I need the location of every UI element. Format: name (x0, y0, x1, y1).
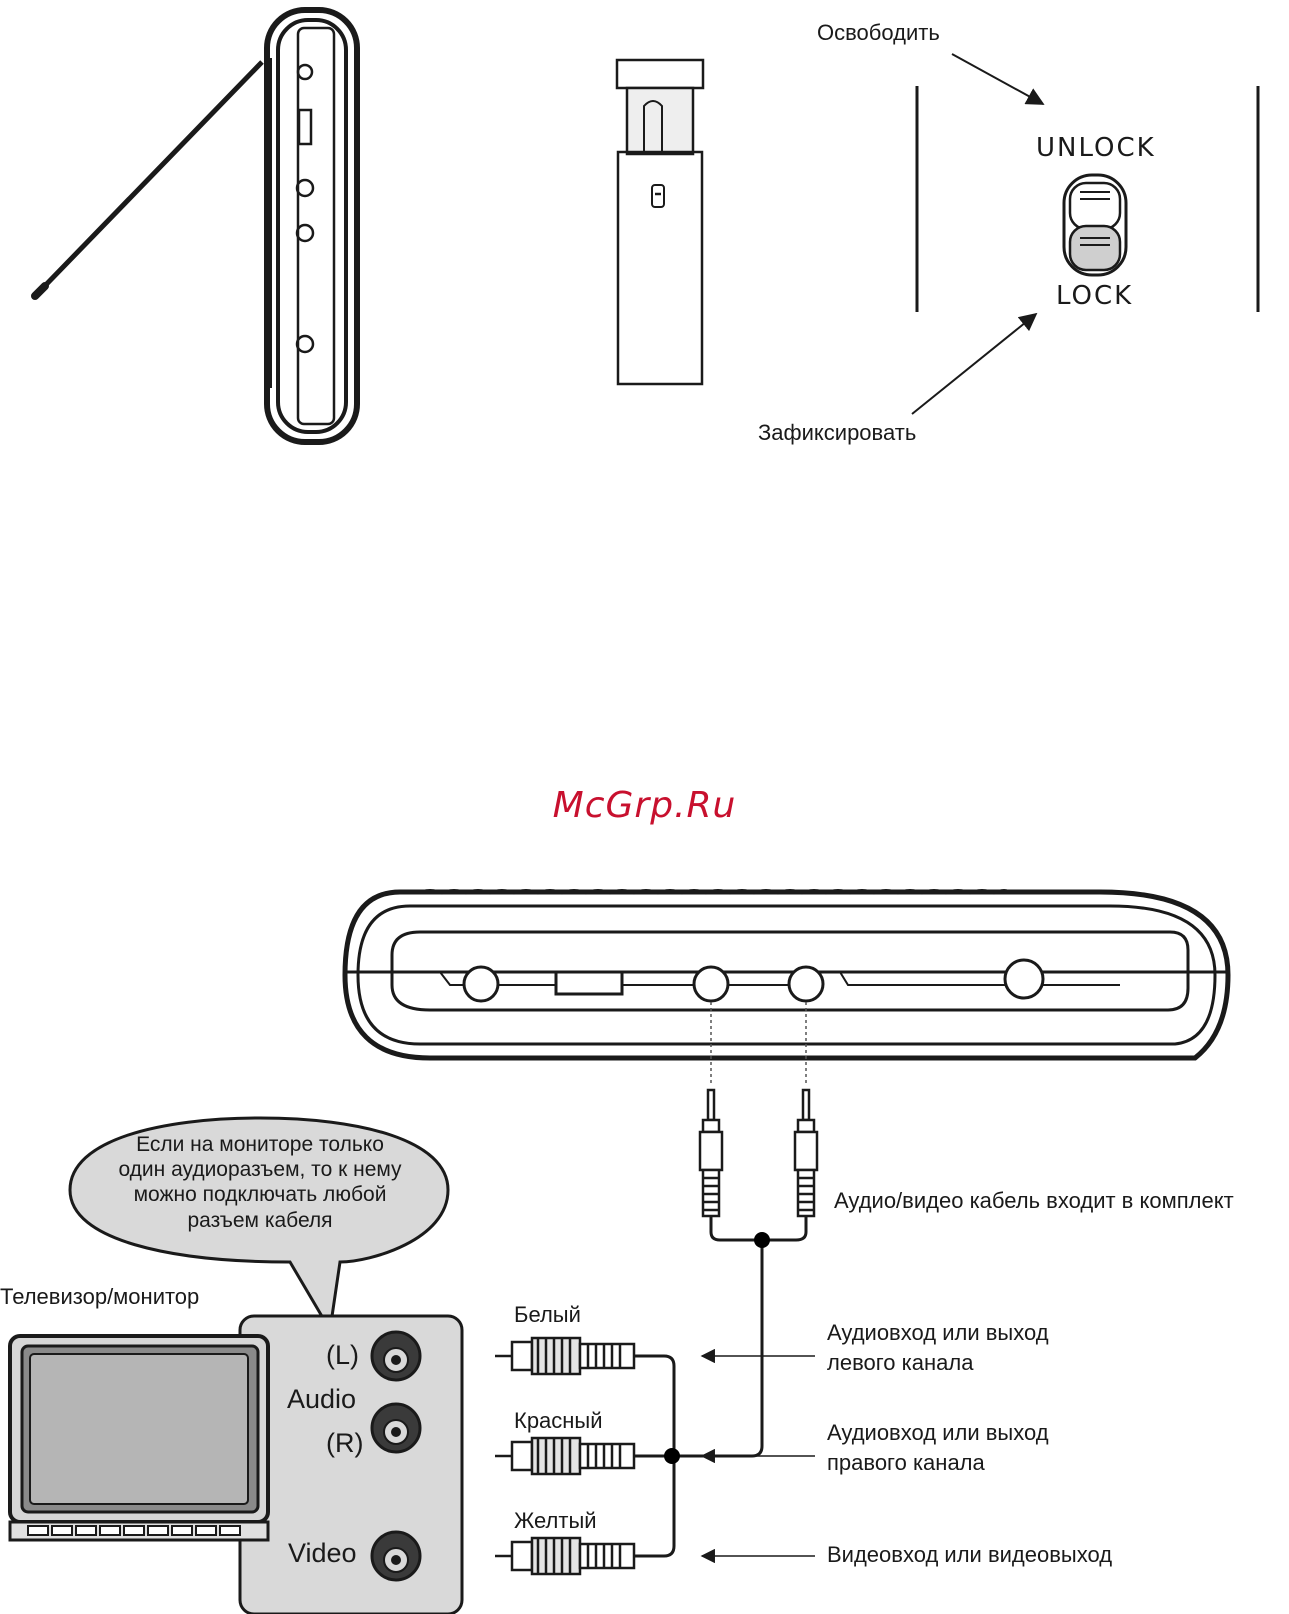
bubble-line: один аудиоразъем, то к нему (118, 1158, 402, 1182)
rca-plug-yellow (495, 1536, 636, 1576)
left-channel-line1: Аудиовход или выход (827, 1320, 1049, 1345)
rca-plug-red (495, 1436, 636, 1476)
guide-lines (710, 1002, 807, 1086)
video-description: Видеовход или видеовыход (827, 1542, 1113, 1567)
release-label: Освободить (817, 20, 940, 45)
fix-label: Зафиксировать (758, 420, 917, 445)
bubble-line: разъем кабеля (187, 1208, 333, 1232)
lock-label: LOCK (1056, 281, 1134, 311)
cable-label: Аудио/видео кабель входит в комплект (834, 1188, 1234, 1213)
fix-arrow (911, 312, 1038, 415)
mini-plug-right (793, 1088, 819, 1218)
jack-right-label: (R) (326, 1428, 364, 1458)
left-channel-line2: левого канала (827, 1350, 974, 1375)
rca-plug-white (495, 1336, 636, 1376)
plug-white-label: Белый (514, 1302, 581, 1327)
bubble-line: можно подключать любой (133, 1183, 387, 1207)
antenna (33, 60, 264, 298)
jack-left-audio (370, 1330, 422, 1382)
cable-junctions (664, 1232, 770, 1464)
bubble-line: Если на мониторе только (136, 1133, 384, 1156)
lock-switch-detail (911, 53, 1260, 415)
unlock-label: UNLOCK (1036, 133, 1156, 163)
player-top-view (342, 889, 1231, 1061)
release-arrow (951, 53, 1045, 105)
mini-plug-left (698, 1088, 724, 1218)
jack-right-audio (370, 1402, 422, 1454)
bubble-text: Если на мониторе только один аудиоразъем… (70, 1132, 450, 1233)
description-arrows (700, 1348, 815, 1564)
speech-bubble (68, 1116, 450, 1335)
cable (634, 1216, 808, 1558)
right-channel-line2: правого канала (827, 1450, 985, 1475)
tv-monitor (8, 1314, 464, 1614)
jack-left-label: (L) (326, 1340, 359, 1370)
watermark: McGrp.Ru (552, 785, 737, 826)
right-channel-line1: Аудиовход или выход (827, 1420, 1049, 1445)
plug-red-label: Красный (514, 1408, 603, 1433)
lock-module (615, 58, 705, 386)
jack-video-label: Video (288, 1538, 357, 1568)
player-side-view (31, 7, 360, 445)
plug-yellow-label: Желтый (514, 1508, 597, 1533)
jack-audio-label: Audio (287, 1384, 357, 1414)
tv-label: Телевизор/монитор (0, 1284, 200, 1309)
jack-video (370, 1530, 422, 1582)
